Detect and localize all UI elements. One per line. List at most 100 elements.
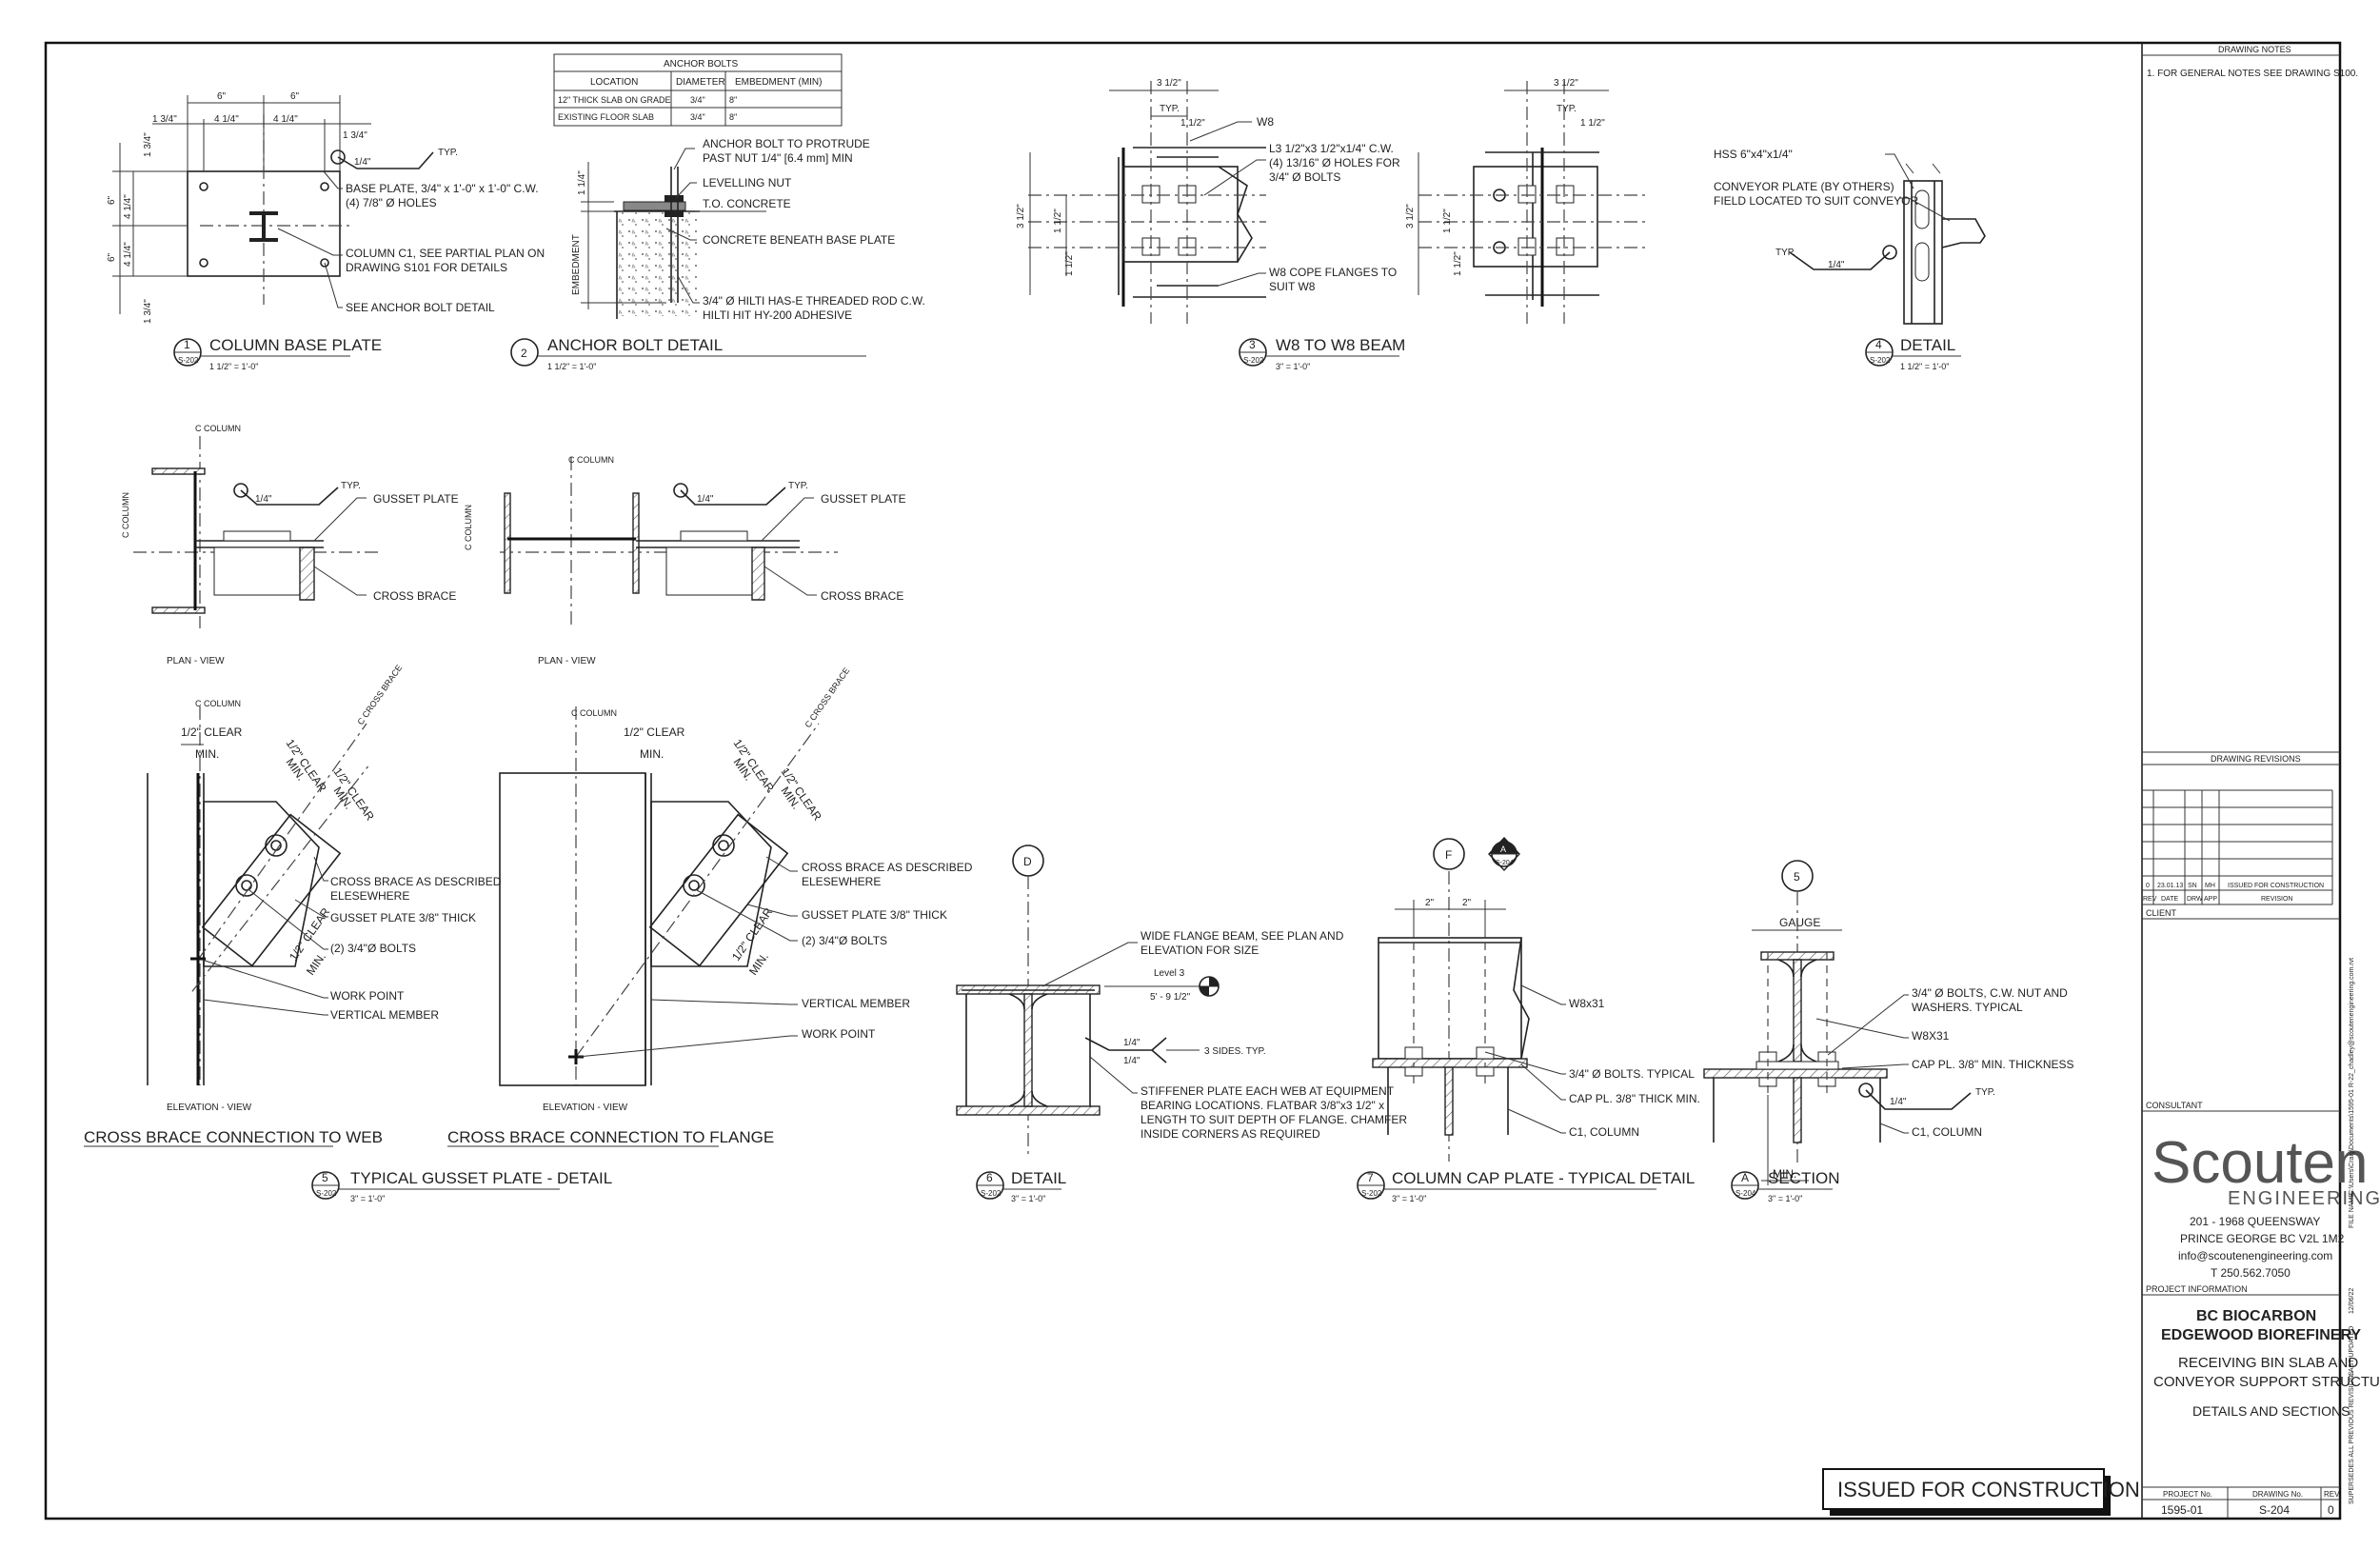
last-updated: 12/06/22 — [2349, 1288, 2355, 1314]
firm-addr-2: PRINCE GEORGE BC V2L 1M2 — [2180, 1232, 2345, 1245]
rev-col-revision: REVISION — [2261, 896, 2292, 903]
anchor-table-r1c1: 3/4" — [690, 112, 705, 122]
elev-cross-desc: CROSS BRACE AS DESCRIBED — [330, 875, 502, 888]
detail-5-sheet: S-202 — [316, 1189, 337, 1198]
dim-312: 3 1/2" — [1157, 78, 1181, 89]
grid-d: D — [1023, 855, 1032, 868]
elev2-clear: 1/2" CLEAR — [624, 725, 685, 739]
elev-gusset: GUSSET PLATE 3/8" THICK — [330, 911, 476, 924]
detail-4: HSS 6"x4"x1/4" CONVEYOR PLATE (BY OTHERS… — [1714, 148, 1986, 371]
note-conveyor-plate: CONVEYOR PLATE (BY OTHERS) — [1714, 180, 1894, 193]
d7-dim-2a: 2" — [1425, 898, 1435, 908]
rev-row-app: MH — [2205, 883, 2215, 889]
dim-414a: 4 1/4" — [214, 114, 239, 125]
d7-w8x31: W8x31 — [1569, 997, 1605, 1010]
v-dim-134a: 1 3/4" — [143, 132, 153, 157]
detail-2-number: 2 — [521, 347, 527, 360]
elev-bolts: (2) 3/4"Ø BOLTS — [330, 942, 416, 955]
detail-1-sheet: S-202 — [178, 356, 199, 365]
dim-312-r: 3 1/2" — [1554, 78, 1578, 89]
section-a-sheet: S-204 — [1735, 1189, 1756, 1198]
firm-sub: ENGINEERING — [2228, 1188, 2380, 1209]
elev2-cross-desc: CROSS BRACE AS DESCRIBED — [802, 861, 973, 874]
elev2-cross-desc-2: ELESEWHERE — [802, 875, 881, 888]
project-desc-3: DETAILS AND SECTIONS — [2192, 1403, 2350, 1419]
firm-logo: Scouten — [2152, 1130, 2369, 1196]
section-a: 5 GAUGE MIN. 3/4" Ø BOLTS, C.W. NUT AND … — [1703, 860, 2074, 1203]
d6-sides: 3 SIDES. TYP. — [1204, 1046, 1266, 1057]
v-dim-112a-r: 1 1/2" — [1442, 209, 1453, 233]
detail-1-column-base-plate: 6" 6" 1 3/4" 4 1/4" 4 1/4" 1 3/4" 1 3/4"… — [107, 91, 545, 371]
elev2-bolts: (2) 3/4"Ø BOLTS — [802, 934, 887, 947]
detail-3-title: W8 TO W8 BEAM — [1276, 336, 1405, 354]
dim-112: 1 1/2" — [1180, 118, 1205, 129]
rev-row-rev: 0 — [2146, 883, 2150, 889]
detail-7-title: COLUMN CAP PLATE - TYPICAL DETAIL — [1392, 1169, 1695, 1187]
d6-stiff-2: BEARING LOCATIONS. FLATBAR 3/8"x3 1/2" x — [1140, 1099, 1384, 1112]
elev-view-label-1: ELEVATION - VIEW — [167, 1103, 252, 1113]
v-dim-312: 3 1/2" — [1016, 204, 1026, 229]
elev2-work-point: WORK POINT — [802, 1027, 876, 1041]
detail-7-sheet: S-202 — [1361, 1189, 1382, 1198]
d6-weld-b: 1/4" — [1123, 1056, 1140, 1066]
note-column-c1: COLUMN C1, SEE PARTIAL PLAN ON — [346, 247, 545, 260]
detail-4-scale: 1 1/2" = 1'-0" — [1900, 362, 1949, 371]
d6-elev: 5' - 9 1/2" — [1150, 992, 1191, 1003]
plan2-col-cl: C COLUMN — [568, 455, 614, 465]
anchor-table-r1c2: 8" — [729, 112, 737, 122]
d6-stiff-3: LENGTH TO SUIT DEPTH OF FLANGE. CHAMFER — [1140, 1113, 1407, 1126]
rev-col-app: APP — [2204, 896, 2217, 903]
sa-bolts-2: WASHERS. TYPICAL — [1912, 1001, 2023, 1014]
consultant-label: CONSULTANT — [2146, 1101, 2203, 1110]
note-angle-3: 3/4" Ø BOLTS — [1269, 170, 1340, 184]
rev-row-desc: ISSUED FOR CONSTRUCTION — [2228, 883, 2324, 889]
file-name-label: FILE NAME — [2349, 1193, 2355, 1228]
embedment-label: EMBEDMENT — [571, 234, 582, 295]
weld-typ: TYP. — [438, 148, 458, 158]
note-protrude: ANCHOR BOLT TO PROTRUDE — [703, 137, 870, 150]
drawing-no-label: DRAWING No. — [2252, 1490, 2303, 1499]
sa-w8x31: W8X31 — [1912, 1029, 1950, 1043]
weld-typ-d4: TYP. — [1775, 248, 1795, 258]
plan2-gusset: GUSSET PLATE — [821, 492, 906, 506]
anchor-table-title: ANCHOR BOLTS — [664, 59, 738, 70]
v-dim-112b-r: 1 1/2" — [1453, 251, 1463, 276]
drawing-revisions-header: DRAWING REVISIONS — [2211, 754, 2301, 764]
v-dim-112b: 1 1/2" — [1064, 251, 1075, 276]
detail-1-title: COLUMN BASE PLATE — [209, 336, 382, 354]
d6-wide-2: ELEVATION FOR SIZE — [1140, 944, 1259, 957]
rev-row-date: 23.01.13 — [2157, 883, 2183, 889]
d7-c1: C1, COLUMN — [1569, 1125, 1639, 1139]
note-protrude-2: PAST NUT 1/4" [6.4 mm] MIN — [703, 151, 853, 165]
note-w8: W8 — [1257, 115, 1274, 129]
rev-col-drw: DRW — [2187, 896, 2203, 903]
section-a-scale: 3" = 1'-0" — [1768, 1194, 1802, 1203]
note-base-plate: BASE PLATE, 3/4" x 1'-0" x 1'-0" C.W. — [346, 182, 539, 195]
plan-view-label-1: PLAN - VIEW — [167, 656, 225, 666]
elevation-view-web: C COLUMN 1/2" CLEAR MIN. C CROSS BRACE 1… — [84, 663, 502, 1147]
d6-stiff-4: INSIDE CORNERS AS REQUIRED — [1140, 1127, 1320, 1141]
stamp-text: ISSUED FOR CONSTRUCTION — [1837, 1478, 2140, 1501]
project-name-1: BC BIOCARBON — [2196, 1308, 2316, 1324]
detail-6-number: 6 — [986, 1171, 993, 1184]
note-cope-2: SUIT W8 — [1269, 280, 1316, 293]
detail-2-scale: 1 1/2" = 1'-0" — [547, 362, 596, 371]
plan-view-flange: 1/4" TYP. C COLUMN C COLUMN GUSSET PLATE… — [464, 455, 906, 666]
sa-cap: CAP PL. 3/8" MIN. THICKNESS — [1912, 1058, 2074, 1071]
note-hilti-2: HILTI HIT HY-200 ADHESIVE — [703, 308, 852, 322]
detail-5-scale: 3" = 1'-0" — [350, 1194, 385, 1203]
d7-bolts: 3/4" Ø BOLTS. TYPICAL — [1569, 1067, 1695, 1081]
anchor-table-r0c1: 3/4" — [690, 95, 705, 105]
dim-114: 1 1/4" — [577, 170, 587, 195]
note-to-concrete: T.O. CONCRETE — [703, 197, 791, 210]
detail-3-sheet: S-202 — [1243, 356, 1264, 365]
note-levelling: LEVELLING NUT — [703, 176, 792, 189]
plan-typ: TYP. — [341, 481, 361, 491]
client-label: CLIENT — [2146, 908, 2177, 918]
rev-col-date: DATE — [2161, 896, 2178, 903]
v-dim-312-r: 3 1/2" — [1405, 204, 1416, 229]
anchor-bolts-table: ANCHOR BOLTS LOCATION DIAMETER EMBEDMENT… — [553, 53, 843, 127]
dim-6b: 6" — [290, 91, 300, 102]
elev-brace-cl: C CROSS BRACE — [355, 663, 404, 726]
sa-bolts: 3/4" Ø BOLTS, C.W. NUT AND — [1912, 986, 2068, 1000]
